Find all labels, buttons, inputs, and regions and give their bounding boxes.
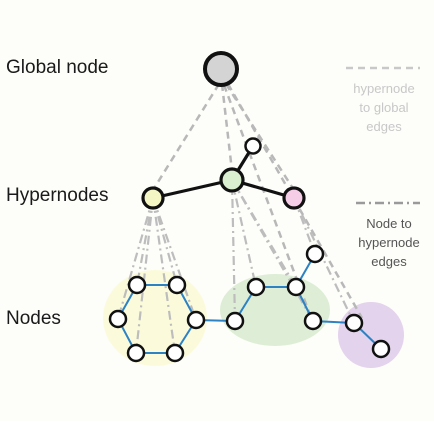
- legend-node-to-hypernode: Node to hypernode edges: [344, 214, 434, 271]
- edge-yellow-n3: [151, 197, 179, 286]
- node: [126, 343, 146, 363]
- legend-line: Node to: [366, 216, 412, 231]
- legend-line: edges: [366, 119, 402, 134]
- region-purple: [338, 302, 404, 368]
- legend-line: hypernode: [358, 235, 420, 250]
- edge-yellow-to-global: [151, 83, 221, 191]
- edge-global-to-pink: [224, 83, 296, 191]
- node: [167, 275, 187, 295]
- node: [371, 339, 391, 359]
- label-nodes: Nodes: [6, 308, 61, 329]
- label-global-node: Global node: [6, 57, 109, 78]
- edge-yellow-n4: [151, 197, 198, 321]
- node: [303, 311, 323, 331]
- edge-yellow-n1: [116, 197, 155, 320]
- node: [225, 311, 245, 331]
- legend-line: hypernode: [353, 81, 415, 96]
- edge-yellow-n5: [134, 197, 155, 354]
- node: [344, 313, 364, 333]
- node-to-hypernode-edges: [116, 179, 355, 354]
- edge-yellow-green: [152, 178, 233, 200]
- legend-line: to global: [359, 100, 409, 115]
- legend-line: edges: [371, 254, 407, 269]
- edge-pink-n2: [293, 197, 355, 324]
- edge-green-to-global: [220, 83, 234, 172]
- node: [305, 244, 325, 264]
- hypernodes: [141, 137, 306, 210]
- edge-green-n4: [231, 179, 314, 322]
- hypernode-yellow: [141, 186, 165, 210]
- node: [108, 309, 128, 329]
- hypernode-small: [244, 137, 262, 155]
- label-hypernodes: Hypernodes: [6, 185, 109, 206]
- edge-green-n1: [230, 179, 237, 322]
- node: [127, 275, 147, 295]
- hypernode-green: [219, 167, 245, 193]
- global-node: [203, 51, 239, 87]
- node: [165, 343, 185, 363]
- hypernode-pink: [282, 186, 306, 210]
- edge-yellow-n6: [151, 197, 177, 354]
- region-green: [220, 274, 330, 346]
- nodes: [108, 244, 391, 363]
- node: [286, 277, 306, 297]
- edge-green-n2: [230, 179, 258, 288]
- node: [246, 277, 266, 297]
- node: [186, 310, 206, 330]
- legend-hypernode-to-global: hypernode to global edges: [334, 79, 434, 136]
